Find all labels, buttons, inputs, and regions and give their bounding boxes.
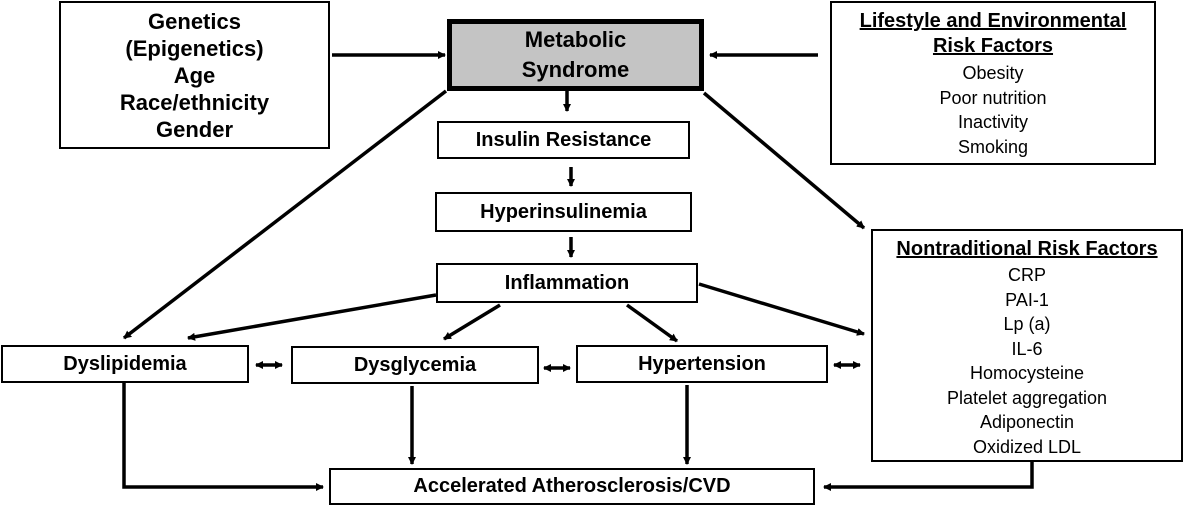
- nontraditional-risk-factors-box: Nontraditional Risk Factors CRP PAI-1 Lp…: [871, 229, 1183, 462]
- arrow-metabolic-to-nontraditional: [702, 91, 866, 230]
- nontraditional-item: Lp (a): [1003, 314, 1051, 334]
- inflammation-box: Inflammation: [436, 263, 698, 303]
- arrow-inflammation-to-dysglycemia: [443, 303, 501, 341]
- hyperinsulinemia-box: Hyperinsulinemia: [435, 192, 692, 232]
- nontraditional-item: Adiponectin: [979, 412, 1075, 432]
- nontraditional-heading: Nontraditional Risk Factors: [896, 238, 1158, 260]
- metabolic-syndrome-line-1: Metabolic: [524, 27, 627, 52]
- dyslipidemia-label: Dyslipidemia: [63, 352, 187, 375]
- lifestyle-risk-factors-box: Lifestyle and Environmental Risk Factors…: [830, 1, 1156, 165]
- hyperinsulinemia-label: Hyperinsulinemia: [480, 200, 647, 223]
- arrow-inflammation-to-hypertension: [625, 303, 679, 343]
- metabolic-syndrome-line-2: Syndrome: [521, 57, 630, 82]
- lifestyle-item: Poor nutrition: [939, 87, 1047, 108]
- metabolic-syndrome-box: Metabolic Syndrome: [447, 19, 704, 91]
- nontraditional-item: Platelet aggregation: [946, 387, 1108, 408]
- nontraditional-item: Homocysteine: [969, 363, 1085, 383]
- arrow-inflammation-to-dyslipidemia: [187, 293, 437, 341]
- nontraditional-item: CRP: [1007, 265, 1046, 285]
- atherosclerosis-cvd-box: Accelerated Atherosclerosis/CVD: [329, 468, 815, 505]
- genetics-line: (Epigenetics): [125, 35, 264, 61]
- lifestyle-item: Smoking: [957, 136, 1029, 157]
- dysglycemia-box: Dysglycemia: [291, 346, 539, 384]
- arrow-dyslipidemia-to-cvd: [122, 383, 324, 491]
- nontraditional-item: PAI-1: [1005, 289, 1049, 310]
- genetics-line: Genetics: [148, 8, 241, 34]
- lifestyle-heading-line-2: Risk Factors: [932, 35, 1054, 57]
- arrow-nontraditional-to-cvd: [823, 460, 1034, 491]
- nontraditional-item: Oxidized LDL: [972, 436, 1082, 457]
- genetics-line: Race/ethnicity: [119, 89, 270, 115]
- insulin-resistance-box: Insulin Resistance: [437, 121, 690, 159]
- lifestyle-item: Obesity: [962, 63, 1024, 83]
- hypertension-label: Hypertension: [638, 352, 766, 375]
- hypertension-box: Hypertension: [576, 345, 828, 383]
- genetics-line: Gender: [155, 116, 234, 142]
- genetics-line: Age: [173, 62, 216, 88]
- atherosclerosis-cvd-label: Accelerated Atherosclerosis/CVD: [413, 475, 731, 497]
- inflammation-label: Inflammation: [504, 271, 630, 294]
- arrow-inflammation-to-nontraditional: [698, 282, 865, 336]
- dysglycemia-label: Dysglycemia: [353, 353, 477, 376]
- insulin-resistance-label: Insulin Resistance: [475, 128, 652, 151]
- lifestyle-heading-line-1: Lifestyle and Environmental: [859, 10, 1127, 32]
- lifestyle-item: Inactivity: [957, 112, 1029, 132]
- nontraditional-item: IL-6: [1011, 338, 1043, 359]
- arrow-metabolic-to-dyslipidemia: [122, 89, 448, 340]
- dyslipidemia-box: Dyslipidemia: [1, 345, 249, 383]
- genetics-box: Genetics (Epigenetics) Age Race/ethnicit…: [59, 1, 330, 149]
